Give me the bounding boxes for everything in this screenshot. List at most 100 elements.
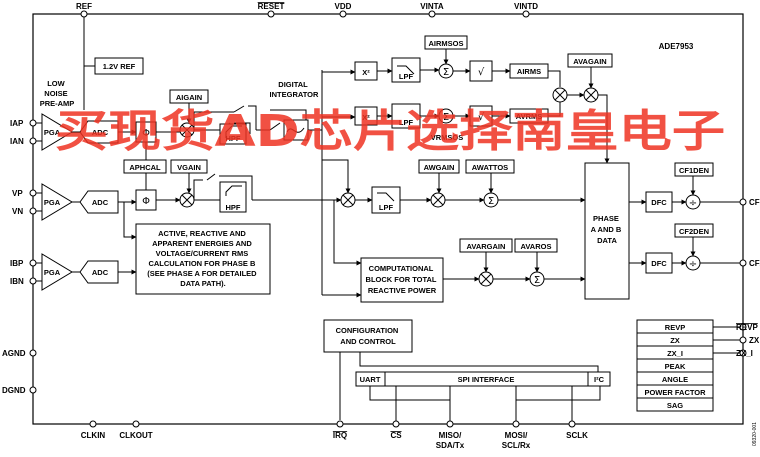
part-number: ADE7953 xyxy=(659,42,694,51)
awattos-register[interactable] xyxy=(465,159,515,174)
watermark: 买现货AD芯片选择南皇电子 xyxy=(55,106,725,157)
svg-text:MISO/: MISO/ xyxy=(439,431,462,440)
i2c-label: I²C xyxy=(594,375,605,384)
pin-agnd[interactable]: AGND xyxy=(2,349,37,358)
digital-integrator-label: DIGITAL INTEGRATOR xyxy=(270,80,319,99)
svg-text:Φ: Φ xyxy=(142,128,150,139)
lpf-rms-a xyxy=(391,57,421,83)
pin-miso[interactable]: MISO/ SDA/Tx xyxy=(436,420,465,450)
pin-ibn[interactable]: IBN xyxy=(10,277,37,286)
cf2den-register[interactable] xyxy=(674,223,714,238)
svg-text:ADC: ADC xyxy=(92,268,109,277)
svg-text:HPF: HPF xyxy=(226,134,241,143)
svg-text:AWATTOS: AWATTOS xyxy=(472,163,508,172)
svg-text:SAG: SAG xyxy=(667,401,683,410)
svg-text:ZX: ZX xyxy=(670,336,680,345)
uart-label: UART xyxy=(360,375,381,384)
vrmsos-label[interactable]: VRMSOS xyxy=(431,133,464,142)
svg-text:CF1: CF1 xyxy=(749,198,760,207)
aphcal-register[interactable] xyxy=(123,159,167,174)
pga-a xyxy=(41,113,73,151)
svg-text:AVAGAIN: AVAGAIN xyxy=(573,57,606,66)
svg-text:CLKIN: CLKIN xyxy=(81,431,106,440)
svg-text:PGA: PGA xyxy=(44,268,61,277)
pin-iap[interactable]: IAP xyxy=(10,119,37,128)
svg-text:AGND: AGND xyxy=(2,349,26,358)
computational-block xyxy=(360,257,444,303)
svg-text:AIRMSOS: AIRMSOS xyxy=(428,39,463,48)
pin-clkout[interactable]: CLKOUT xyxy=(119,420,153,440)
svg-text:√: √ xyxy=(478,67,485,78)
svg-text:CLKOUT: CLKOUT xyxy=(119,431,152,440)
pin-clkin[interactable]: CLKIN xyxy=(81,420,106,440)
pin-ian[interactable]: IAN xyxy=(10,137,37,146)
svg-text:CS: CS xyxy=(390,431,402,440)
svg-text:IAN: IAN xyxy=(10,137,24,146)
pin-cf2[interactable]: CF2 xyxy=(739,259,760,268)
pga-b xyxy=(41,253,73,291)
pin-cs[interactable]: CS xyxy=(390,420,402,440)
pin-irq[interactable]: IRQ xyxy=(333,420,347,440)
svg-text:LPF: LPF xyxy=(399,72,414,81)
status-list: REVP ZX ZX_I PEAK ANGLE POWER FACTOR SAG xyxy=(636,319,714,412)
pin-reset[interactable]: RESET xyxy=(258,2,285,18)
svg-text:DFC: DFC xyxy=(651,198,667,207)
pin-vintd[interactable]: VINTD xyxy=(514,2,538,18)
pin-ref[interactable]: REF xyxy=(76,2,92,18)
lpf-active xyxy=(371,186,401,214)
svg-text:LPF: LPF xyxy=(399,118,414,127)
svg-text:IRQ: IRQ xyxy=(333,431,347,440)
pin-revp[interactable]: REVP xyxy=(736,323,758,332)
pin-ibp[interactable]: IBP xyxy=(10,259,37,268)
cf1den-register[interactable] xyxy=(674,162,714,177)
svg-text:AVARGAIN: AVARGAIN xyxy=(467,242,506,251)
svg-text:AVAROS: AVAROS xyxy=(521,242,552,251)
svg-text:VN: VN xyxy=(12,207,23,216)
figure-ref: 09320-001 xyxy=(752,422,758,446)
chip-outline xyxy=(32,13,744,425)
pin-vdd[interactable]: VDD xyxy=(335,2,352,18)
avagain-register[interactable] xyxy=(567,53,613,68)
pin-dgnd[interactable]: DGND xyxy=(2,386,37,395)
svg-text:PEAK: PEAK xyxy=(665,362,686,371)
svg-text:ZX_I: ZX_I xyxy=(667,349,683,358)
avaros-register[interactable] xyxy=(514,238,558,253)
svg-text:REVP: REVP xyxy=(665,323,685,332)
svg-text:CONFIGURATION AND CONTROL: CONFIGURATION AND CONTROL xyxy=(336,326,401,346)
svg-text:CF2: CF2 xyxy=(749,259,760,268)
svg-text:ANGLE: ANGLE xyxy=(662,375,688,384)
pin-mosi[interactable]: MOSI/ SCL/Rx xyxy=(502,420,531,450)
svg-text:SCLK: SCLK xyxy=(566,431,588,440)
config-block xyxy=(323,319,413,353)
svg-text:ZX_I: ZX_I xyxy=(736,349,753,358)
svg-text:÷: ÷ xyxy=(689,198,697,209)
svg-text:APHCAL: APHCAL xyxy=(129,163,161,172)
pin-cf1[interactable]: CF1 xyxy=(739,198,760,207)
preamp-label: LOW NOISE PRE-AMP xyxy=(40,79,75,108)
svg-text:√: √ xyxy=(478,112,485,123)
svg-text:÷: ÷ xyxy=(689,259,697,270)
pin-zx-i[interactable]: ZX_I xyxy=(736,349,753,358)
svg-text:REVP: REVP xyxy=(736,323,758,332)
svg-text:REF: REF xyxy=(76,2,92,11)
pga-v xyxy=(41,183,73,221)
svg-text:SCL/Rx: SCL/Rx xyxy=(502,441,531,450)
svg-text:AWGAIN: AWGAIN xyxy=(424,163,455,172)
phase-b-note xyxy=(135,223,271,295)
svg-text:DFC: DFC xyxy=(651,259,667,268)
svg-text:PHASE A AND B DATA: PHASE A AND B DATA xyxy=(591,214,624,245)
svg-text:DGND: DGND xyxy=(2,386,26,395)
hpf-v xyxy=(219,181,247,213)
svg-text:PGA: PGA xyxy=(44,198,61,207)
serial-interface-block xyxy=(355,371,611,387)
svg-text:1.2V REF: 1.2V REF xyxy=(103,62,136,71)
pin-zx[interactable]: ZX xyxy=(739,336,760,345)
svg-text:IBP: IBP xyxy=(10,259,24,268)
svg-text:IAP: IAP xyxy=(10,119,24,128)
svg-text:ACTIVE, REACTIVE AND APPAR: ACTIVE, REACTIVE AND APPARENT ENERGIES A… xyxy=(147,229,258,288)
svg-text:VINTD: VINTD xyxy=(514,2,538,11)
svg-text:X²: X² xyxy=(362,113,370,122)
pin-sclk[interactable]: SCLK xyxy=(566,420,588,440)
pin-vinta[interactable]: VINTA xyxy=(420,2,444,18)
svg-text:IBN: IBN xyxy=(10,277,24,286)
